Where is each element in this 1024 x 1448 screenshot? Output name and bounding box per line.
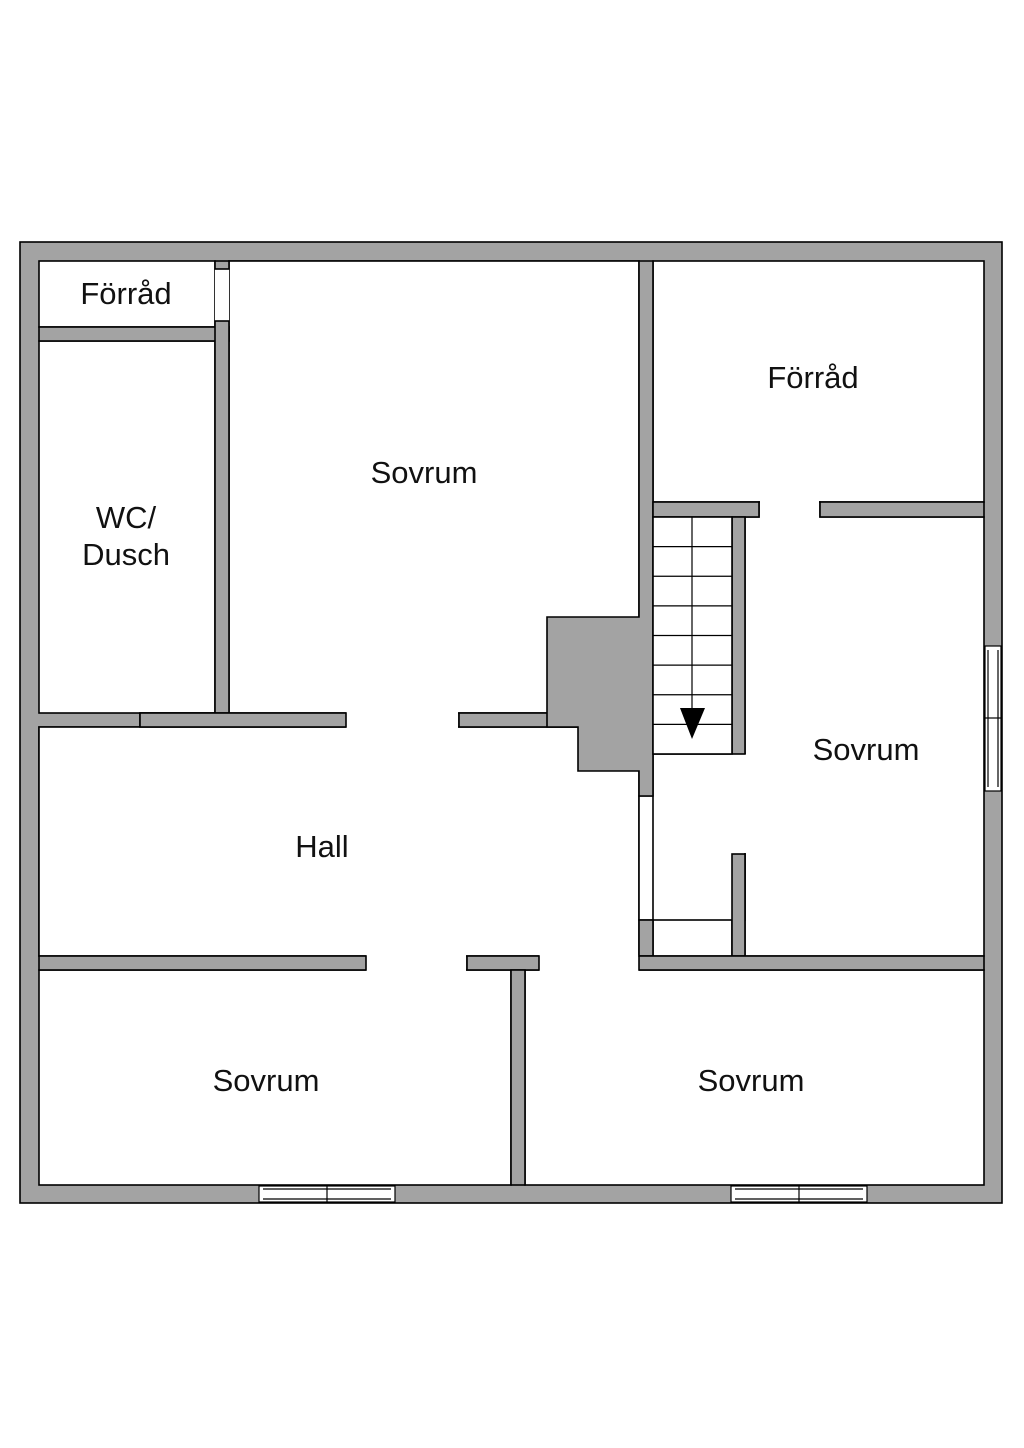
label-bedroom-top: Sovrum	[371, 455, 478, 490]
room-bedroom-bottom-right	[524, 969, 985, 1186]
wall-wc-bottom-left	[139, 712, 347, 728]
wall-bedroom-right-stub	[731, 853, 746, 957]
label-bedroom-bottom-left: Sovrum	[213, 1063, 320, 1098]
door-bottom-right	[539, 955, 639, 971]
door-storage-right	[760, 501, 819, 518]
door-bedroom-right	[731, 754, 747, 853]
wall-storage-right-bottom-right	[819, 501, 985, 518]
wall-hall-bottom-left	[38, 955, 367, 971]
room-storage-right	[652, 260, 985, 503]
wall-storage-right-bottom-left	[652, 501, 760, 518]
wall-stair-right	[731, 516, 746, 755]
wall-stair-block	[546, 260, 654, 797]
label-bedroom-bottom-right: Sovrum	[698, 1063, 805, 1098]
label-wc-line2: Dusch	[82, 537, 170, 572]
label-hall: Hall	[295, 829, 348, 864]
wall-storage-small-bottom	[38, 326, 230, 342]
stair-down-arrow	[680, 708, 705, 739]
door-storage-small	[215, 268, 229, 321]
label-bedroom-right: Sovrum	[813, 732, 920, 767]
wall-storage-small-stub	[214, 260, 230, 270]
window-bottom-left	[258, 1185, 396, 1203]
door-bottom-left	[366, 955, 466, 971]
window-right	[984, 645, 1002, 792]
label-storage-right: Förråd	[767, 360, 858, 395]
room-hall-band	[38, 726, 640, 957]
wall-wc-right	[214, 320, 230, 714]
window-bottom-right	[730, 1185, 868, 1203]
wall-bedroom-right-bottom	[638, 955, 985, 971]
wall-hall-bottom-mid	[466, 955, 540, 971]
label-storage-small: Förråd	[80, 276, 171, 311]
room-stair-corridor	[652, 753, 746, 921]
label-wc-line1: WC/	[96, 500, 157, 535]
door-top-bedroom	[346, 712, 458, 728]
wall-corridor-stub	[638, 919, 654, 957]
room-storage-small	[38, 260, 216, 328]
wall-bedrooms-divider	[510, 969, 526, 1186]
